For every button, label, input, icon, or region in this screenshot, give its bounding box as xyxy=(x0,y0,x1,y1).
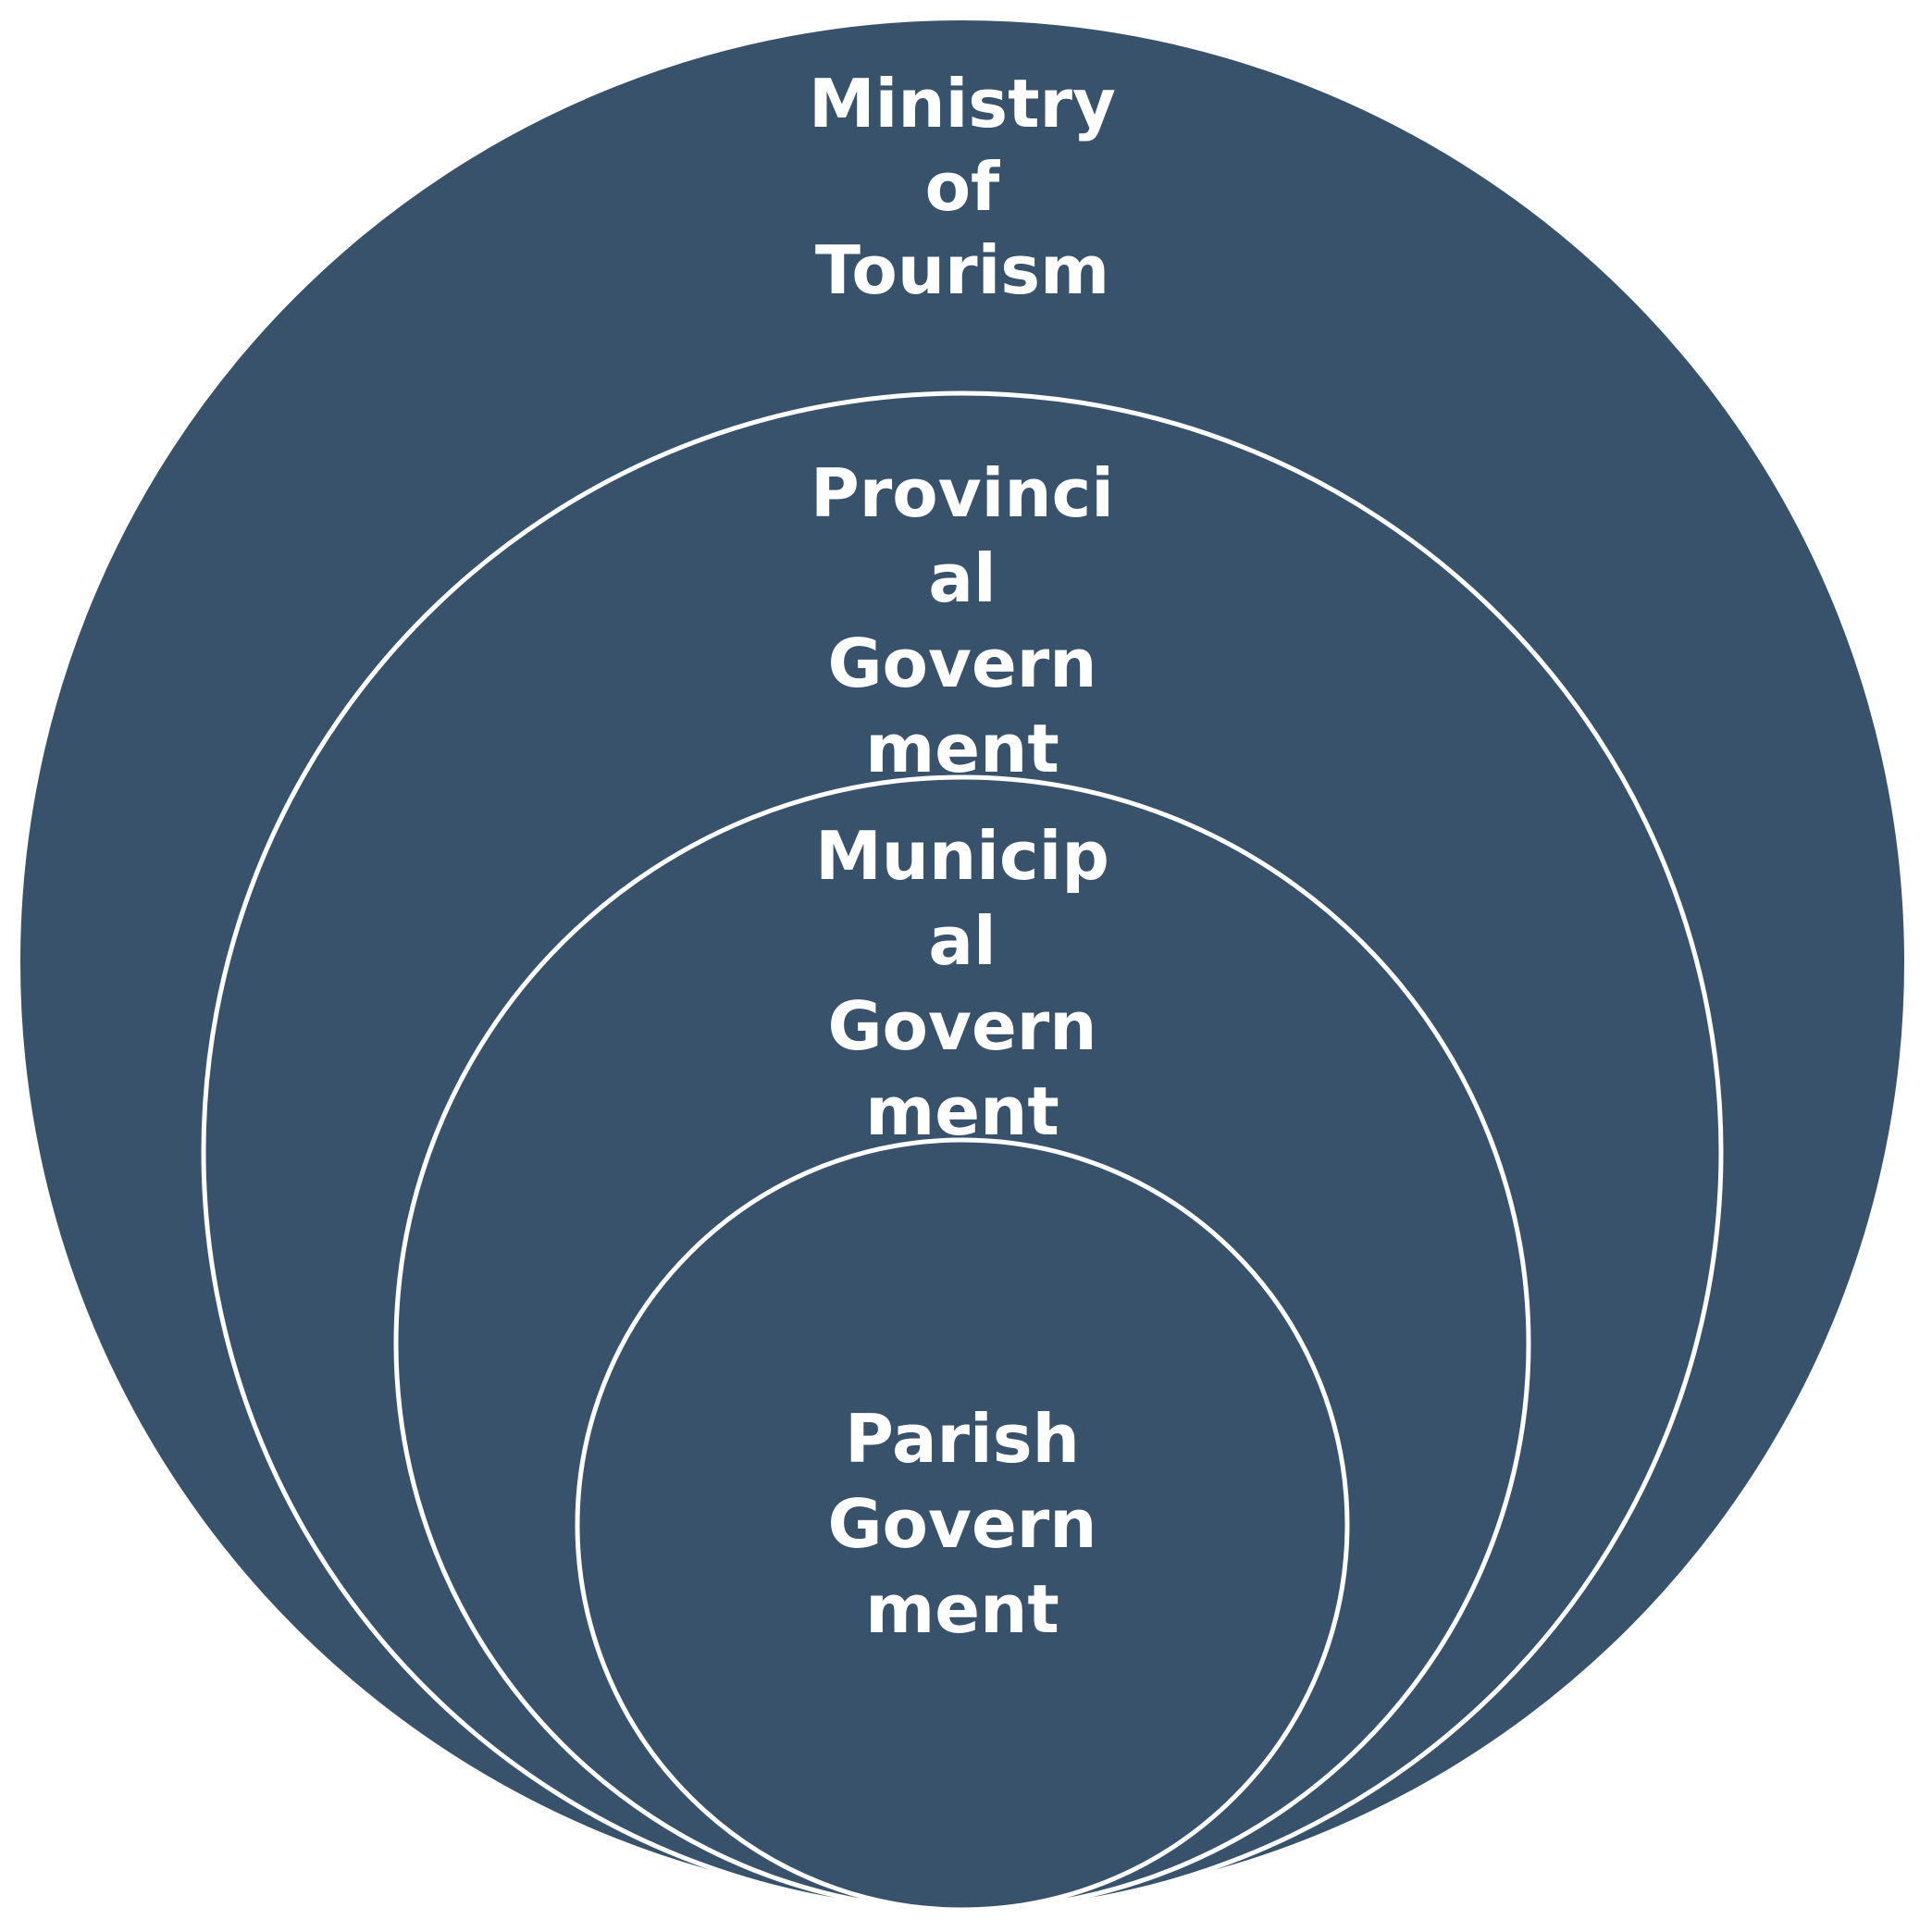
label-municipal-line: Municip xyxy=(815,817,1109,895)
label-ministry-line: Ministry xyxy=(809,65,1116,142)
label-parish-line: Parish xyxy=(845,1400,1080,1478)
label-municipal-line: ment xyxy=(865,1072,1059,1150)
label-ministry-line: Tourism xyxy=(815,231,1109,309)
label-provincial-line: al xyxy=(928,539,996,617)
label-provincial-line: ment xyxy=(865,710,1059,787)
label-ministry-line: of xyxy=(925,148,1000,226)
circles-layer xyxy=(17,17,1908,1913)
label-parish-line: Govern xyxy=(827,1485,1096,1563)
label-municipal-line: al xyxy=(928,902,996,980)
label-parish-line: ment xyxy=(865,1570,1059,1648)
circle-parish xyxy=(575,1137,1350,1913)
label-provincial-line: Govern xyxy=(827,625,1096,702)
label-municipal-line: Govern xyxy=(827,987,1096,1065)
label-provincial-line: Provinci xyxy=(811,454,1114,532)
